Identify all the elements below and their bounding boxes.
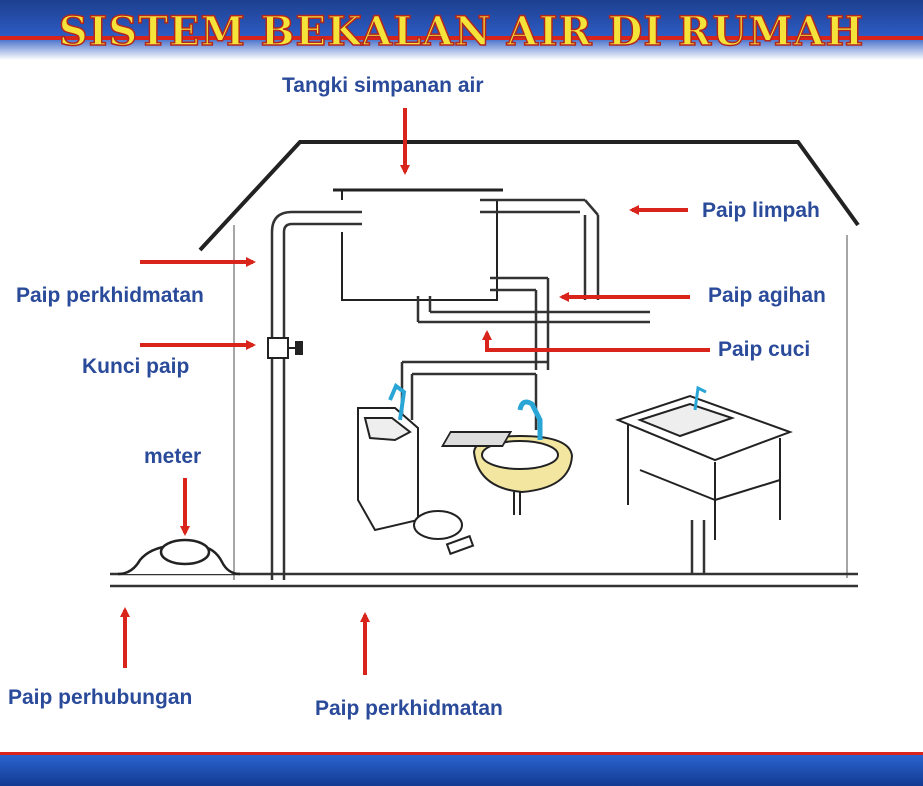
kitchen-sink [440, 385, 793, 540]
label-kunci-paip: Kunci paip [82, 355, 190, 378]
house-outline [198, 140, 860, 580]
label-paip-perkhidmatan: Paip perkhidmatan [16, 284, 204, 307]
arrow-paip-cuci [482, 330, 710, 352]
storage-tank [333, 188, 503, 301]
label-paip-perkhidmatan-bawah: Paip perkhidmatan [315, 697, 503, 720]
label-meter: meter [144, 445, 202, 468]
page-title: SISTEM BEKALAN AIR DI RUMAH [58, 7, 865, 56]
footer-divider [0, 752, 923, 756]
pipe-network [110, 198, 858, 588]
label-paip-limpah: Paip limpah [702, 199, 820, 222]
header-banner [0, 0, 923, 60]
annotation-arrows [120, 108, 710, 675]
header-divider [0, 36, 923, 40]
footer-banner [0, 755, 923, 786]
wash-basin [472, 399, 574, 515]
urinal [357, 382, 475, 556]
label-paip-cuci: Paip cuci [718, 338, 811, 361]
label-paip-agihan: Paip agihan [708, 284, 826, 307]
label-paip-perhubungan: Paip perhubungan [8, 686, 193, 709]
stop-valve [267, 337, 303, 359]
label-tangki-simpanan-air: Tangki simpanan air [282, 74, 484, 97]
water-meter [117, 538, 241, 576]
